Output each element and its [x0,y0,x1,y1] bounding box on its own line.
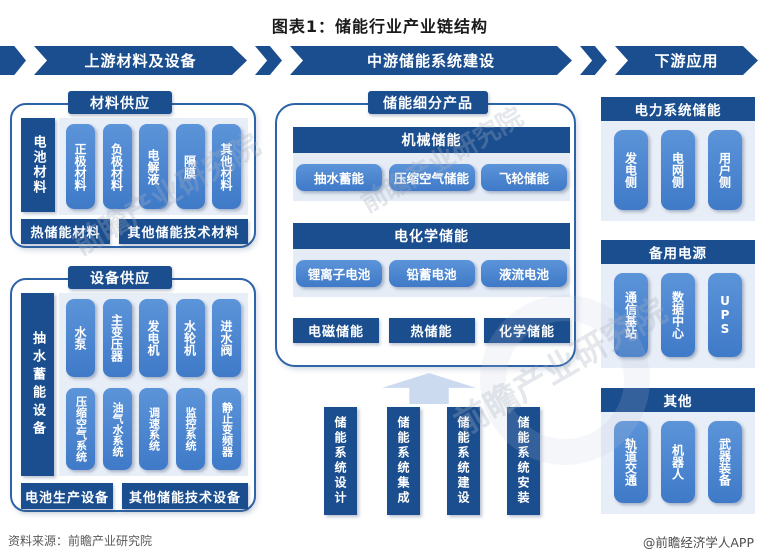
chemical-storage: 化学储能 [484,318,570,343]
other-applications-panel: 其他 轨道交通 机器人 武器装备 [601,388,755,514]
other-storage-types-row: 电磁储能 热储能 化学储能 [293,318,570,343]
power-system-storage-items: 发电侧 电网侧 用户侧 [601,121,755,210]
other-applications-items: 轨道交通 机器人 武器装备 [601,412,755,503]
backup-power-panel: 备用电源 通信基站 数据中心 UPS [601,240,755,368]
ribbon-start-chevron [0,46,26,75]
application-item: 机器人 [661,421,695,503]
application-item: 通信基站 [614,273,648,357]
other-storage-equipment: 其他储能技术设备 [122,483,248,509]
application-item: 电网侧 [661,130,695,210]
equipment-item: 水轮机 [175,299,205,377]
application-item: 发电侧 [614,130,648,210]
storage-item: 抽水蓄能 [296,163,382,191]
pumped-storage-equipment-label: 抽水蓄能设备 [21,293,54,476]
credit-note: @前瞻经济学人APP [642,535,754,550]
storage-item: 液流电池 [481,259,567,287]
banner-midstream-label: 中游储能系统建设 [366,52,495,70]
banner-downstream-label: 下游应用 [654,52,719,70]
banner-upstream-label: 上游材料及设备 [84,52,197,70]
process-box-installation: 储能系统安装 [507,407,540,515]
equipment-item: 主变压器 [102,299,132,377]
equipment-row-1: 水泵 主变压器 发电机 水轮机 进水阀 [66,299,241,377]
equipment-item: 油气水系统 [102,388,132,470]
mechanical-storage-items: 抽水蓄能 压缩空气储能 飞轮储能 [293,153,570,201]
power-system-storage-header: 电力系统储能 [601,97,755,121]
storage-item: 锂离子电池 [296,259,382,287]
banner-downstream: 下游应用 [615,46,758,75]
source-note: 资料来源：前瞻产业研究院 [8,534,153,548]
equipment-row-2: 压缩空气系统 油气水系统 调速系统 监控系统 静止变频器 [66,388,241,470]
equipment-item: 监控系统 [175,388,205,470]
electrochemical-storage-items: 锂离子电池 铅蓄电池 液流电池 [293,249,570,297]
material-supply-header: 材料供应 [68,91,172,114]
storage-item: 飞轮储能 [481,163,567,191]
storage-item: 铅蓄电池 [388,259,475,287]
backup-power-items: 通信基站 数据中心 UPS [601,264,755,357]
storage-products-panel: 机械储能 抽水蓄能 压缩空气储能 飞轮储能 电化学储能 锂离子电池 铅蓄电池 液… [275,103,576,367]
mechanical-storage-section: 机械储能 抽水蓄能 压缩空气储能 飞轮储能 [293,127,570,201]
equipment-item: 进水阀 [212,299,241,377]
thermal-storage: 热储能 [388,318,475,343]
application-item: UPS [708,273,742,357]
equipment-item: 发电机 [139,299,168,377]
process-box-integration: 储能系统集成 [387,407,420,515]
banner-midstream: 中游储能系统建设 [290,46,572,75]
process-box-construction: 储能系统建设 [447,407,480,515]
backup-power-header: 备用电源 [601,240,755,264]
power-system-storage-panel: 电力系统储能 发电侧 电网侧 用户侧 [601,97,755,221]
equipment-item: 调速系统 [139,388,168,470]
equipment-item: 静止变频器 [212,388,241,470]
battery-materials-group: 正极材料 负极材料 电解液 隔膜 其他材料 [59,118,248,215]
material-item: 电解液 [139,124,168,209]
ribbon-chevron [255,46,282,75]
material-item: 正极材料 [66,124,95,209]
figure-title: 图表1：储能行业产业链结构 [271,17,489,36]
electromagnetic-storage: 电磁储能 [293,318,379,343]
application-item: 数据中心 [661,273,695,357]
storage-item: 压缩空气储能 [388,163,475,191]
process-box-design: 储能系统设计 [324,407,357,515]
pumped-storage-equipment-group: 水泵 主变压器 发电机 水轮机 进水阀 压缩空气系统 油气水系统 调速系统 监控… [59,293,248,476]
application-item: 武器装备 [708,421,742,503]
equipment-supply-header: 设备供应 [68,266,172,289]
electrochemical-storage-section: 电化学储能 锂离子电池 铅蓄电池 液流电池 [293,223,570,297]
material-item: 隔膜 [175,124,205,209]
ribbon-chevron [580,46,607,75]
material-item: 其他材料 [212,124,241,209]
storage-products-header: 储能细分产品 [368,91,488,114]
other-storage-materials: 其他储能技术材料 [119,219,248,244]
electrochemical-storage-header: 电化学储能 [293,223,570,249]
thermal-storage-materials: 热储能材料 [21,219,110,244]
application-item: 用户侧 [708,130,742,210]
mechanical-storage-header: 机械储能 [293,127,570,153]
other-applications-header: 其他 [601,388,755,412]
equipment-supply-panel: 抽水蓄能设备 水泵 主变压器 发电机 水轮机 进水阀 压缩空气系统 油气水系统 … [10,278,256,512]
equipment-item: 压缩空气系统 [66,388,95,470]
material-supply-panel: 电池材料 正极材料 负极材料 电解液 隔膜 其他材料 热储能材料 其他储能技术材… [10,103,256,248]
application-item: 轨道交通 [614,421,648,503]
material-item: 负极材料 [102,124,132,209]
battery-materials-label: 电池材料 [21,118,55,212]
equipment-item: 水泵 [66,299,95,377]
up-arrow [382,373,476,404]
battery-production-equipment: 电池生产设备 [21,483,113,509]
banner-upstream: 上游材料及设备 [34,46,247,75]
